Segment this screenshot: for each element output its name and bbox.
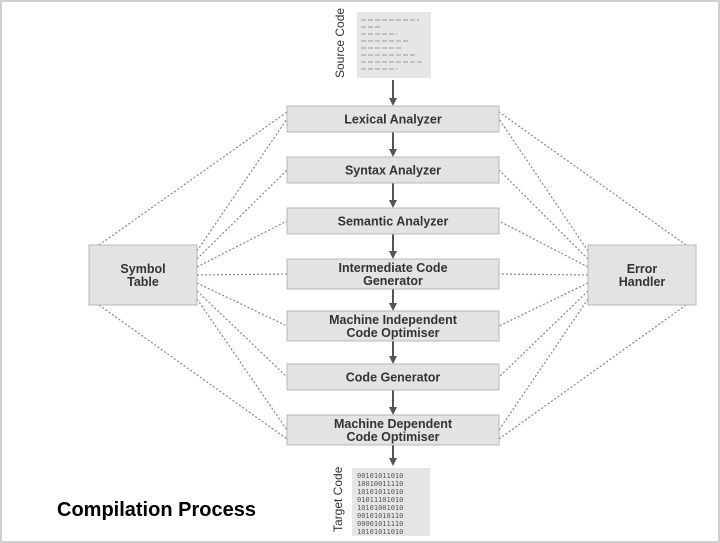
target-code-document: 0010101101010010011110101010110100101110… bbox=[331, 466, 430, 536]
phase-box-syntax-rect bbox=[286, 156, 500, 184]
target-code-line: 10101011010 bbox=[357, 528, 403, 536]
phase-box-semantic-rect bbox=[286, 207, 500, 235]
dotted-line-symbol-table bbox=[196, 290, 288, 378]
target-code-line: 00001011110 bbox=[357, 520, 403, 528]
source-code-document: Source Code bbox=[333, 8, 431, 78]
dotted-line-symbol-table bbox=[196, 118, 288, 252]
phase-box-syntax: Syntax Analyzer bbox=[286, 156, 500, 184]
target-code-line: 01011101010 bbox=[357, 496, 403, 504]
dotted-connectors bbox=[98, 111, 687, 440]
phase-box-codegen-label: Code Generator bbox=[346, 371, 441, 385]
dotted-line-symbol-table bbox=[98, 304, 288, 440]
dotted-line-symbol-table bbox=[196, 169, 288, 260]
dotted-line-error-handler bbox=[498, 273, 589, 276]
phase-box-syntax-label: Syntax Analyzer bbox=[345, 164, 441, 178]
dotted-line-symbol-table bbox=[196, 282, 288, 327]
phase-box-intermediate-rect bbox=[286, 258, 500, 290]
phase-box-semantic: Semantic Analyzer bbox=[286, 207, 500, 235]
error-handler-box-label: Error bbox=[627, 262, 658, 276]
dotted-line-error-handler bbox=[498, 282, 589, 327]
diagram-caption: Compilation Process bbox=[57, 499, 256, 521]
phase-box-mi-optimiser-label: Machine Independent bbox=[329, 313, 458, 327]
dotted-line-error-handler bbox=[498, 220, 589, 268]
target-code-label: Target Code bbox=[331, 466, 345, 532]
phase-box-md-optimiser-label: Machine Dependent bbox=[334, 417, 453, 431]
phase-box-md-optimiser-rect bbox=[286, 414, 500, 446]
phase-box-semantic-label: Semantic Analyzer bbox=[338, 215, 449, 229]
error-handler-box-rect bbox=[587, 244, 697, 306]
dotted-line-error-handler bbox=[498, 304, 687, 440]
source-code-lines bbox=[361, 19, 423, 70]
dotted-line-error-handler bbox=[498, 290, 589, 378]
phase-box-md-optimiser-label: Code Optimiser bbox=[346, 430, 439, 444]
dotted-line-symbol-table bbox=[196, 220, 288, 268]
target-code-line: 10101011010 bbox=[357, 488, 403, 496]
dotted-line-error-handler bbox=[498, 111, 687, 246]
target-code-line: 10101001010 bbox=[357, 504, 403, 512]
dotted-line-symbol-table bbox=[196, 273, 288, 276]
error-handler-box-label: Handler bbox=[619, 275, 666, 289]
phase-box-codegen: Code Generator bbox=[286, 363, 500, 391]
source-code-label: Source Code bbox=[333, 8, 347, 78]
target-code-line: 00101010110 bbox=[357, 512, 403, 520]
phase-box-codegen-rect bbox=[286, 363, 500, 391]
phase-box-mi-optimiser-label: Code Optimiser bbox=[346, 326, 439, 340]
dotted-line-symbol-table bbox=[196, 298, 288, 431]
dotted-line-symbol-table bbox=[98, 111, 288, 246]
phase-box-lexical: Lexical Analyzer bbox=[286, 105, 500, 133]
symbol-table-box-label: Symbol bbox=[120, 262, 165, 276]
symbol-table-box-rect bbox=[88, 244, 198, 306]
target-code-line: 10010011110 bbox=[357, 480, 403, 488]
phase-box-lexical-label: Lexical Analyzer bbox=[344, 113, 442, 127]
phase-box-intermediate-label: Generator bbox=[363, 274, 423, 288]
target-code-lines: 0010101101010010011110101010110100101110… bbox=[357, 472, 403, 536]
symbol-table-box-label: Table bbox=[127, 275, 159, 289]
dotted-line-error-handler bbox=[498, 169, 589, 260]
dotted-line-error-handler bbox=[498, 118, 589, 252]
phase-box-intermediate-label: Intermediate Code bbox=[338, 261, 447, 275]
target-code-line: 00101011010 bbox=[357, 472, 403, 480]
phase-box-lexical-rect bbox=[286, 105, 500, 133]
phase-box-mi-optimiser-rect bbox=[286, 310, 500, 342]
